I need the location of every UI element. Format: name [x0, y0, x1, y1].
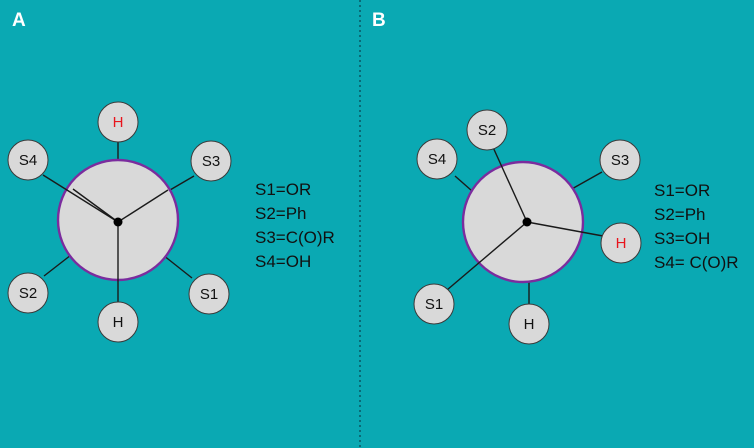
substituent-label: S3 — [202, 153, 220, 170]
substituent-label: H — [113, 314, 124, 331]
substituent-label: H — [616, 235, 627, 252]
substituent-b-bottom: H — [508, 303, 550, 345]
substituent-label: H — [524, 316, 535, 333]
bond-b-top — [491, 144, 528, 223]
bond-a-front-left — [72, 188, 119, 223]
legend-b-line-2: S2=Ph — [654, 205, 706, 224]
substituent-b-right: H — [600, 222, 642, 264]
bond-a-front-right — [117, 189, 169, 223]
center-dot-a — [113, 217, 123, 227]
substituent-label: S3 — [611, 152, 629, 169]
panel-b: B S2 S3 H — [372, 10, 739, 345]
substituent-a-upper-left: S4 — [7, 139, 49, 181]
legend-a-line-2: S2=Ph — [255, 204, 307, 223]
substituent-label: S1 — [425, 296, 443, 313]
panel-a: A H S3 S1 — [7, 10, 335, 343]
legend-a-line-1: S1=OR — [255, 180, 311, 199]
panel-letter-b: B — [372, 10, 386, 31]
legend-b-line-3: S3=OH — [654, 229, 710, 248]
substituent-label: S2 — [19, 285, 37, 302]
substituent-b-top: S2 — [466, 109, 508, 151]
substituent-a-bottom: H — [97, 301, 139, 343]
substituent-label: S4 — [428, 151, 446, 168]
substituent-b-upper-left: S4 — [416, 138, 458, 180]
bond-b-right — [526, 221, 604, 237]
substituent-label: S4 — [19, 152, 37, 169]
bond-a-lower-left — [43, 254, 72, 277]
bond-a-upper-right — [169, 175, 195, 191]
panel-letter-a: A — [12, 10, 26, 31]
substituent-label: S2 — [478, 122, 496, 139]
substituent-a-top: H — [97, 101, 139, 143]
substituent-a-lower-right: S1 — [188, 273, 230, 315]
legend-a-line-3: S3=C(O)R — [255, 228, 335, 247]
substituent-a-lower-left: S2 — [7, 272, 49, 314]
substituent-a-upper-right: S3 — [190, 140, 232, 182]
legend-b: S1=OR S2=Ph S3=OH S4= C(O)R — [654, 181, 739, 272]
bond-b-upper-right — [569, 171, 603, 191]
legend-b-line-4: S4= C(O)R — [654, 253, 739, 272]
legend-b-line-1: S1=OR — [654, 181, 710, 200]
bond-a-upper-left — [42, 174, 119, 223]
legend-a-line-4: S4=OH — [255, 252, 311, 271]
substituent-b-lower-left: S1 — [413, 283, 455, 325]
center-dot-b — [522, 217, 532, 227]
legend-a: S1=OR S2=Ph S3=C(O)R S4=OH — [255, 180, 335, 271]
substituent-label: H — [113, 114, 124, 131]
bond-a-lower-right — [162, 254, 193, 279]
bond-b-lower-left — [446, 221, 528, 291]
substituent-b-upper-right: S3 — [599, 139, 641, 181]
substituent-label: S1 — [200, 286, 218, 303]
